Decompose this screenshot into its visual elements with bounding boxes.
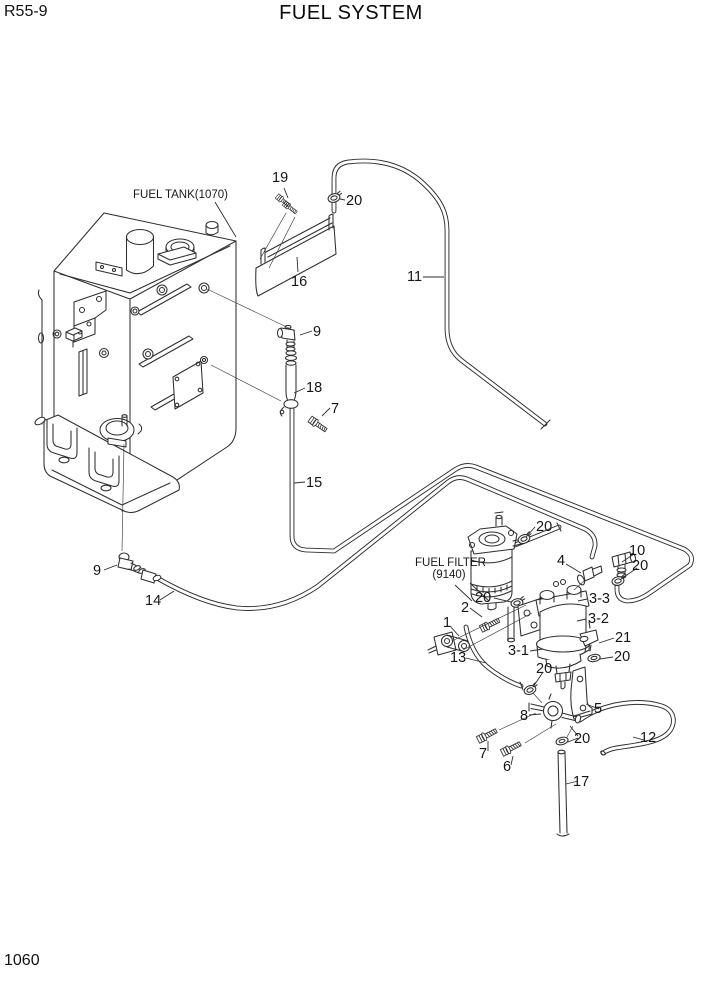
bracket-5 <box>570 666 593 720</box>
part-callout-3-2: 3-2 <box>588 611 609 627</box>
bolt-19 <box>281 200 299 216</box>
elbow-9-bottom <box>117 552 162 584</box>
part-callout-7: 7 <box>331 401 340 417</box>
part-callout-15: 15 <box>306 475 323 491</box>
page-number: 1060 <box>4 952 40 969</box>
elbow-9-top <box>276 324 296 352</box>
part-callout-4: 4 <box>557 553 566 569</box>
leader-lines <box>103 187 645 785</box>
part-callout-10: 10 <box>629 543 646 559</box>
filter-outlet-hose <box>512 522 562 548</box>
part-callout-17: 17 <box>573 774 590 790</box>
bolt-7-top <box>307 415 329 434</box>
part-callout-20d: 20 <box>475 590 492 606</box>
part-callout-9: 9 <box>313 324 322 340</box>
part-callout-11: 11 <box>407 269 423 285</box>
part-callout-21: 21 <box>615 630 632 646</box>
part-callout-14: 14 <box>145 593 162 609</box>
hose-11 <box>331 158 551 430</box>
page-title: FUEL SYSTEM <box>279 2 423 24</box>
part-callout-5: 5 <box>594 701 603 717</box>
part-callout-20c: 20 <box>632 558 649 574</box>
part-callout-1: 1 <box>443 615 452 631</box>
tank-bracket <box>88 447 120 492</box>
part-callout-20e: 20 <box>614 649 631 665</box>
washer-20 <box>554 735 570 747</box>
fuel-filter-label: FUEL FILTER (9140) <box>415 557 486 581</box>
part-callout-18: 18 <box>306 380 323 396</box>
washer-20 <box>586 652 602 664</box>
drain-pipe-17 <box>556 749 570 837</box>
part-callout-3-3: 3-3 <box>589 591 610 607</box>
fuel-filter-label-line1: FUEL FILTER <box>415 557 486 569</box>
model-code: R55-9 <box>4 3 48 20</box>
tank-bracket <box>46 419 78 464</box>
part-callout-2: 2 <box>461 600 470 616</box>
part-callout-8: 8 <box>520 708 529 724</box>
part-callout-20f: 20 <box>536 661 553 677</box>
hose-14 <box>154 475 598 611</box>
fitting-21 <box>579 621 599 653</box>
part-callout-19: 19 <box>272 170 289 186</box>
fuel-tank-label: FUEL TANK(1070) <box>133 189 229 201</box>
part-callout-13: 13 <box>450 650 467 666</box>
part-callout-3-1: 3-1 <box>508 643 529 659</box>
part-callout-7b: 7 <box>479 746 488 762</box>
fuel-filter-drawing <box>467 511 522 643</box>
assembly-axis-lines <box>121 212 585 744</box>
part-callout-12: 12 <box>640 730 657 746</box>
part-callout-16: 16 <box>291 274 308 290</box>
valve-8 <box>528 693 582 729</box>
fuel-tank-drawing <box>34 212 237 514</box>
part-callout-20b: 20 <box>536 519 553 535</box>
hose-12 <box>577 700 676 756</box>
clamp-20 <box>522 681 540 697</box>
part-callout-20g: 20 <box>574 731 591 747</box>
fuel-filter-label-line2: (9140) <box>432 568 466 581</box>
part-callout-20: 20 <box>346 193 363 209</box>
hose-13 <box>463 624 524 691</box>
bolt-7-bottom <box>475 726 499 745</box>
part-callout-9b: 9 <box>93 563 102 579</box>
pipe-18 <box>279 350 299 417</box>
bolt-6 <box>499 739 523 758</box>
part-callout-6: 6 <box>503 759 512 775</box>
fitting-4 <box>576 565 603 586</box>
fitting-1 <box>427 631 471 656</box>
